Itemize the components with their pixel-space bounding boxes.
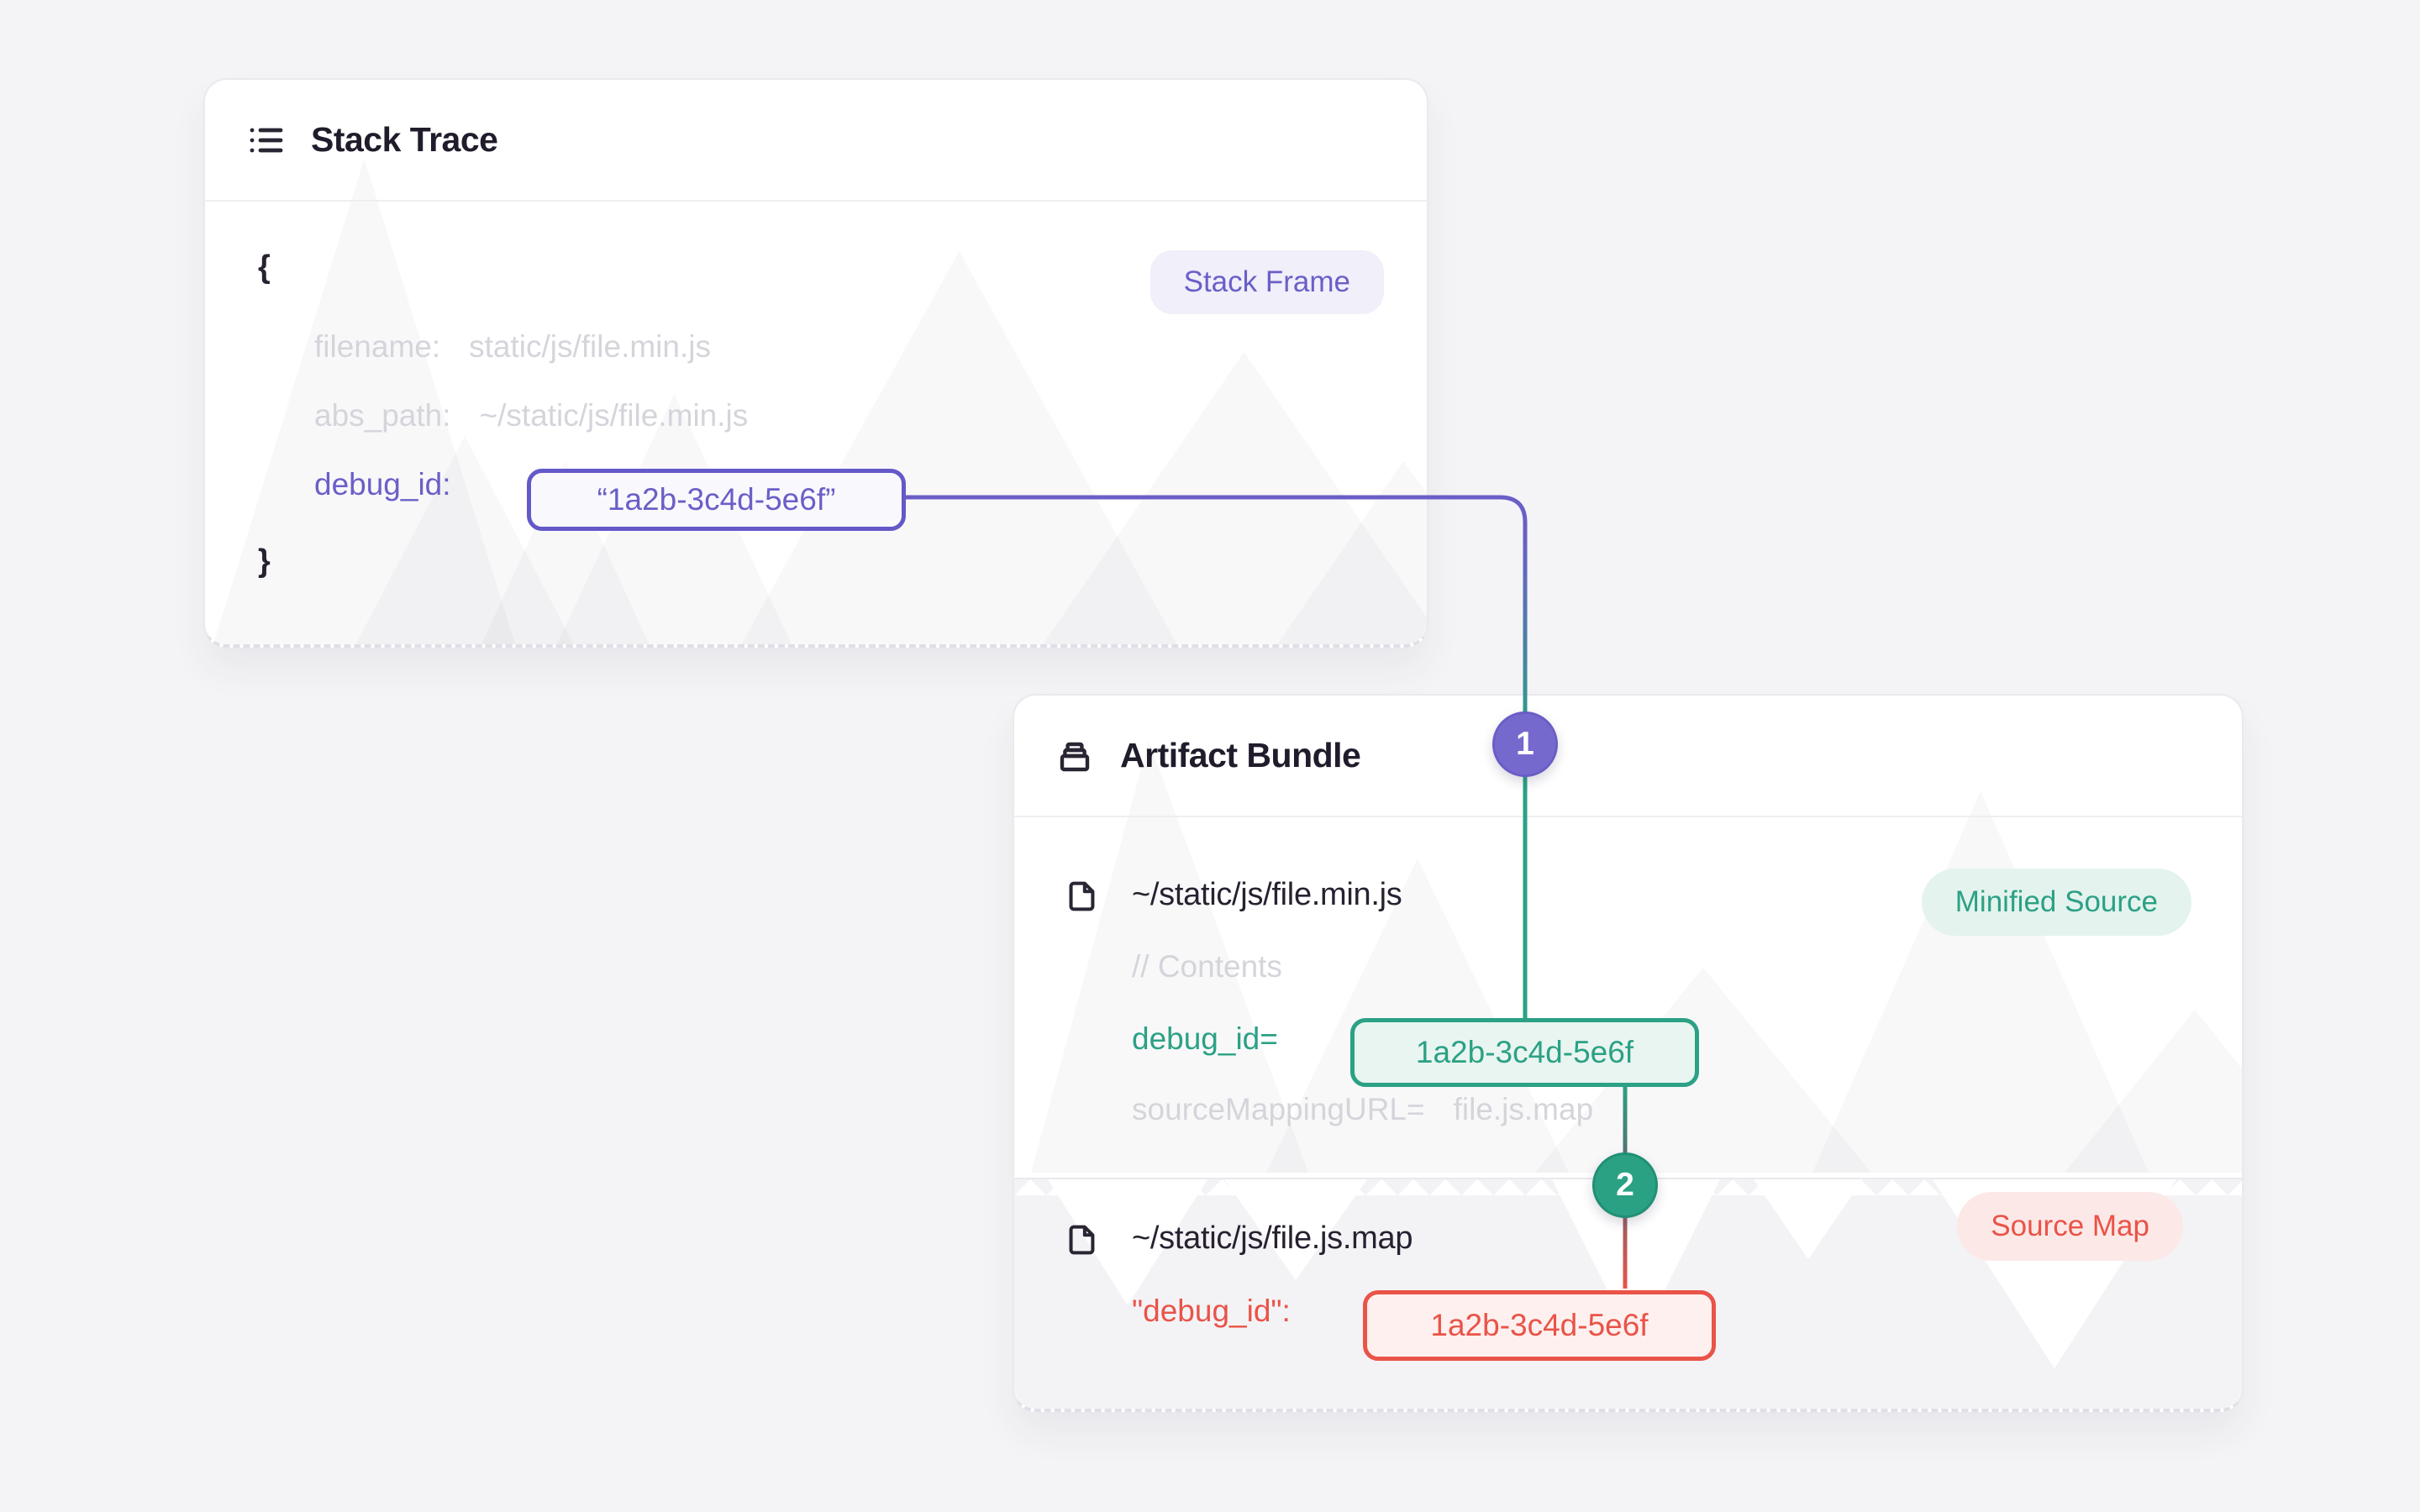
- sourcemap-file-path: ~/static/js/file.js.map: [1132, 1221, 1413, 1256]
- stack-frame-badge-label: Stack Frame: [1183, 265, 1350, 298]
- sourcemap-debug-id-label: "debug_id":: [1132, 1294, 1291, 1328]
- source-mapping-url-line: sourceMappingURL= file.js.map: [1132, 1092, 1594, 1126]
- code-line-filename: filename: static/js/file.min.js: [314, 329, 711, 364]
- file-icon: [1069, 1225, 1095, 1255]
- artifact-bundle-card: Artifact Bundle ~/static/js/file.min.js …: [1013, 694, 2244, 1412]
- minified-source-badge-label: Minified Source: [1954, 885, 2158, 918]
- code-close-brace: }: [258, 543, 271, 579]
- minified-debug-id-label: debug_id=: [1132, 1021, 1278, 1056]
- stack-debug-id-value-box: “1a2b-3c4d-5e6f”: [527, 469, 906, 531]
- minified-debug-id-value-box: 1a2b-3c4d-5e6f: [1350, 1018, 1699, 1087]
- artifact-bundle-title: Artifact Bundle: [1120, 736, 1361, 774]
- contents-comment: // Contents: [1132, 949, 1282, 984]
- step-1-badge: 1: [1492, 711, 1558, 777]
- stack-frame-badge: Stack Frame: [1150, 250, 1384, 314]
- source-map-badge: Source Map: [1957, 1192, 2183, 1261]
- step-2-badge: 2: [1592, 1152, 1658, 1218]
- code-line-debug-id: debug_id:: [314, 467, 451, 501]
- file-icon: [1069, 881, 1095, 911]
- sourcemap-debug-id-value-box: 1a2b-3c4d-5e6f: [1363, 1290, 1716, 1361]
- artifact-bundle-header: Artifact Bundle: [1014, 696, 2242, 817]
- stack-trace-header: Stack Trace: [205, 80, 1427, 202]
- archive-icon: [1060, 742, 1090, 771]
- code-line-abs-path: abs_path: ~/static/js/file.min.js: [314, 398, 749, 433]
- minified-source-badge: Minified Source: [1921, 869, 2191, 936]
- artifact-bundle-card-surface: Artifact Bundle ~/static/js/file.min.js …: [1014, 696, 2242, 1409]
- stack-trace-card: Stack Trace Stack Frame { filename: stat…: [203, 78, 1428, 648]
- stack-trace-card-surface: Stack Trace Stack Frame { filename: stat…: [205, 80, 1427, 644]
- stack-trace-title: Stack Trace: [311, 120, 498, 159]
- source-map-badge-label: Source Map: [1991, 1210, 2149, 1242]
- minified-file-path: ~/static/js/file.min.js: [1132, 877, 1402, 912]
- code-open-brace: {: [258, 249, 271, 285]
- list-icon: [250, 128, 283, 152]
